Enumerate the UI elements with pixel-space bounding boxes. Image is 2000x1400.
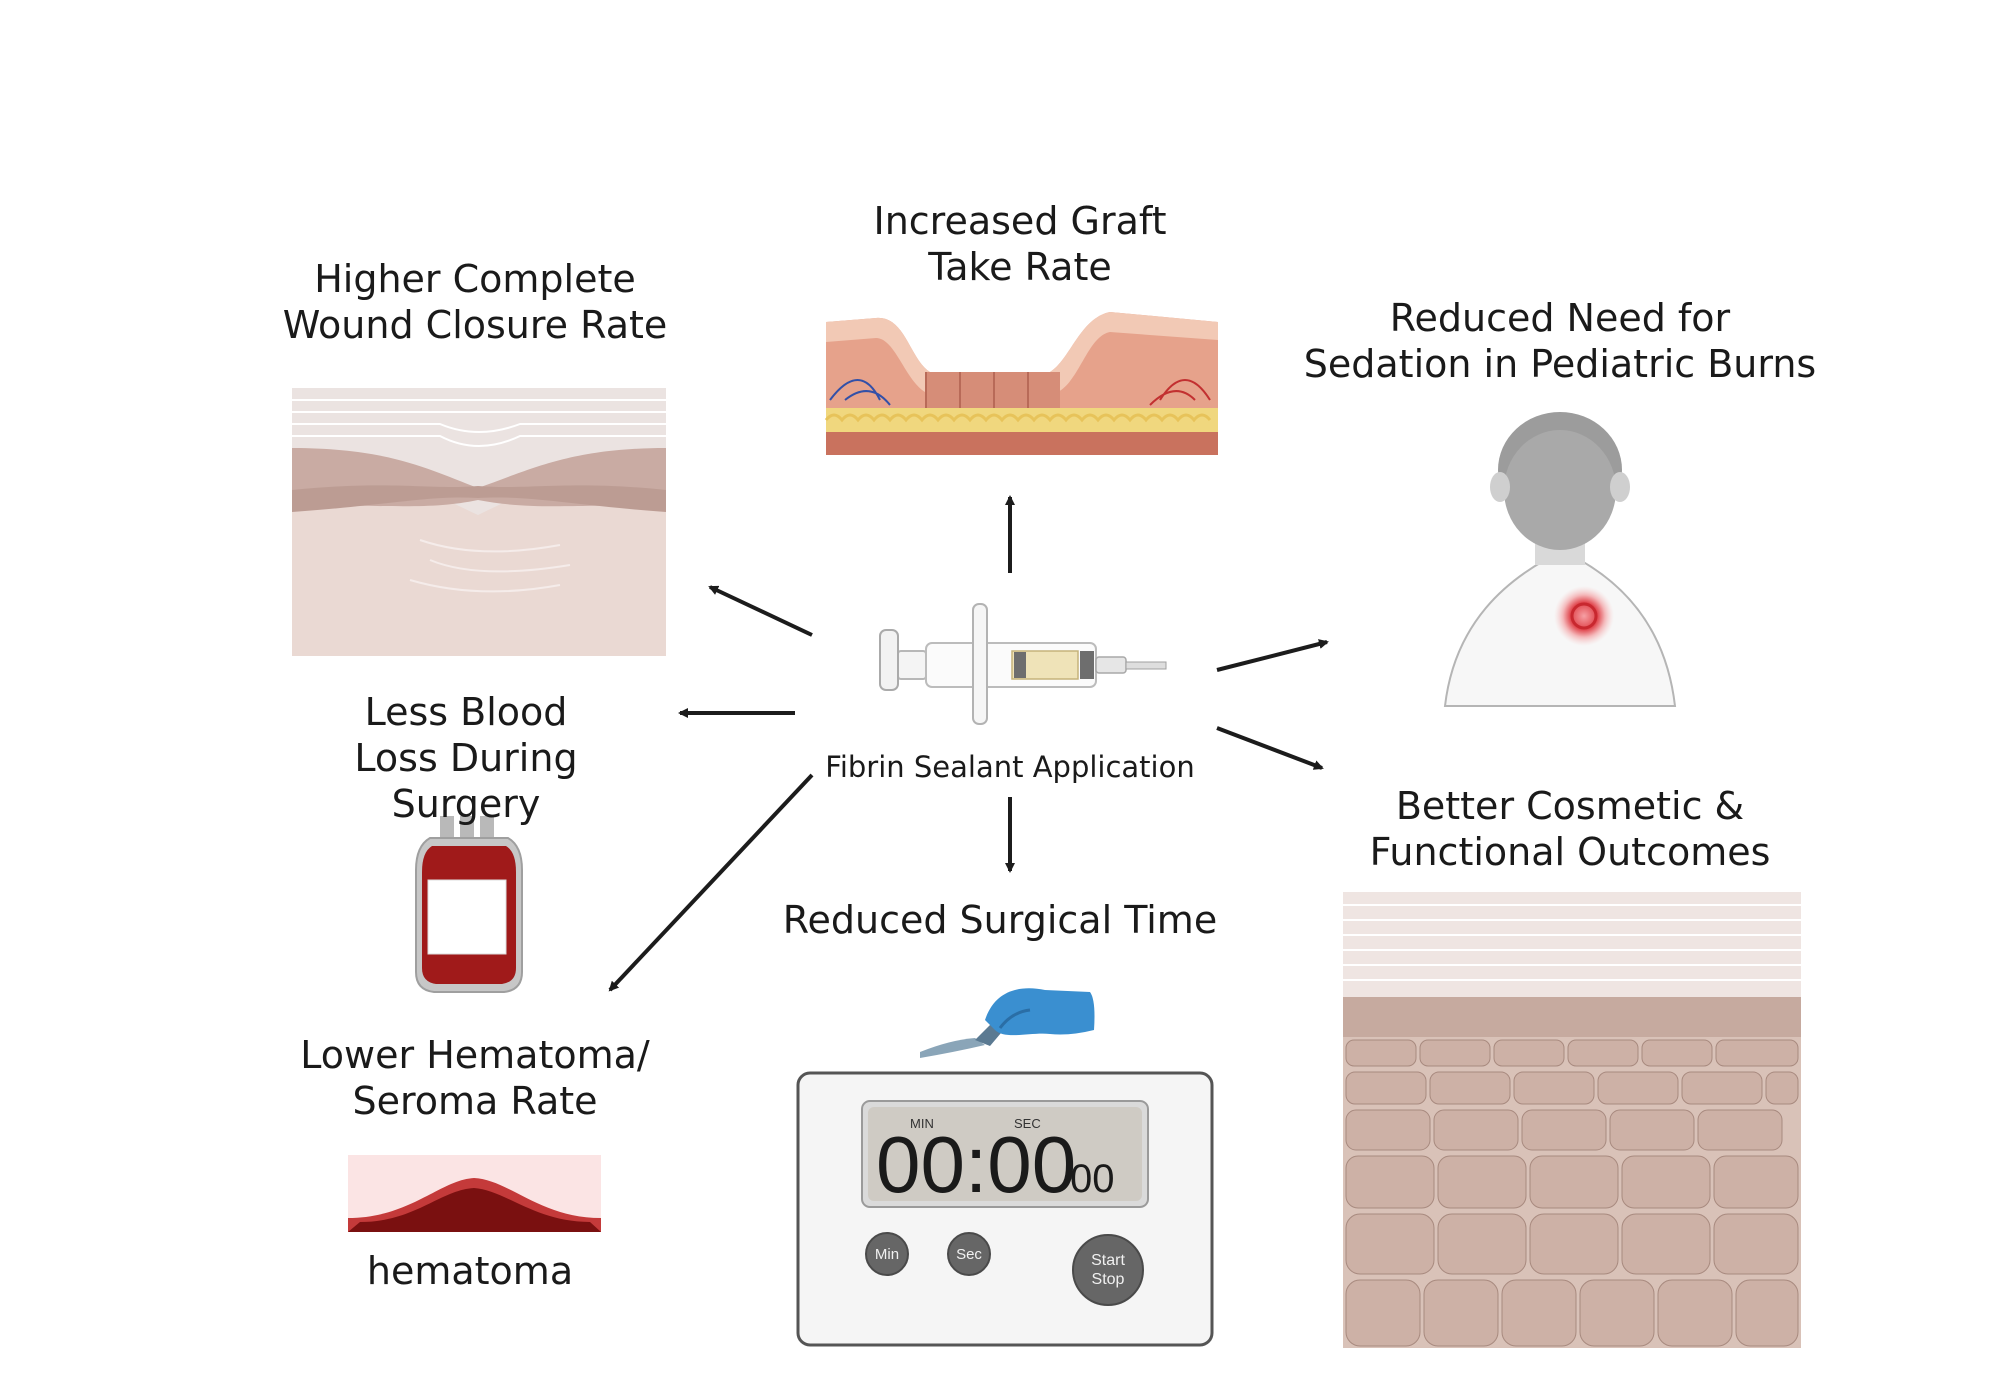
hematoma-image [348,1155,601,1232]
blood-loss-label-line1: Less Blood [364,690,568,734]
timer-min-button[interactable]: Min [875,1246,899,1263]
arrow-to-wound [708,585,813,637]
arrow-to-sedation [1216,639,1329,672]
graft-label: Increased Graft Take Rate [820,198,1220,290]
blood-bag-icon [415,816,523,993]
cosmetic-label-line1: Better Cosmetic & [1395,784,1745,828]
cosmetic-label-line2: Functional Outcomes [1369,830,1771,874]
cosmetic-label: Better Cosmetic & Functional Outcomes [1340,783,1800,875]
graft-label-line1: Increased Graft [873,199,1167,243]
wound-closure-skin-image [292,388,666,656]
syringe-icon [879,603,1167,725]
timer-sec-label: SEC [1014,1116,1041,1131]
sedation-label: Reduced Need for Sedation in Pediatric B… [1300,295,1820,387]
hematoma-label: Lower Hematoma/ Seroma Rate [270,1032,680,1124]
sedation-label-line1: Reduced Need for [1389,296,1731,340]
timer-start-button[interactable]: Start [1091,1252,1125,1269]
arrows [608,495,1329,992]
child-burn-image [1443,412,1677,707]
arrow-to-cosmetic [1216,726,1324,770]
timer-sec-button[interactable]: Sec [956,1246,982,1263]
blood-loss-label-line2: Loss During [354,736,578,780]
hematoma-caption: hematoma [366,1249,574,1293]
blood-loss-label-line3: Surgery [391,782,541,826]
burn-mark-icon [1554,586,1614,646]
hematoma-label-line1: Lower Hematoma/ [300,1033,650,1077]
scalpel-glove-icon [920,988,1095,1058]
wound-label: Higher Complete Wound Closure Rate [265,256,685,348]
timer-display-hundredths: 00 [1070,1157,1115,1201]
hematoma-label-line2: Seroma Rate [352,1079,598,1123]
timer-min-label: MIN [910,1116,934,1131]
graft-skin-image [824,312,1218,455]
timer-stop-button[interactable]: Stop [1092,1271,1125,1288]
timer-device [796,1071,1214,1347]
wound-label-line1: Higher Complete [314,257,636,301]
graft-label-line2: Take Rate [928,245,1112,289]
timer-display: 00:00 [876,1120,1076,1209]
center-label: Fibrin Sealant Application [825,750,1195,784]
blood-loss-label: Less Blood Loss During Surgery [306,689,626,827]
arrow-to-hematoma [608,773,814,992]
wound-label-line2: Wound Closure Rate [282,303,668,347]
cosmetic-skin-image [1343,892,1801,1348]
sedation-label-line2: Sedation in Pediatric Burns [1303,342,1817,386]
surgical-time-label: Reduced Surgical Time [782,898,1218,942]
